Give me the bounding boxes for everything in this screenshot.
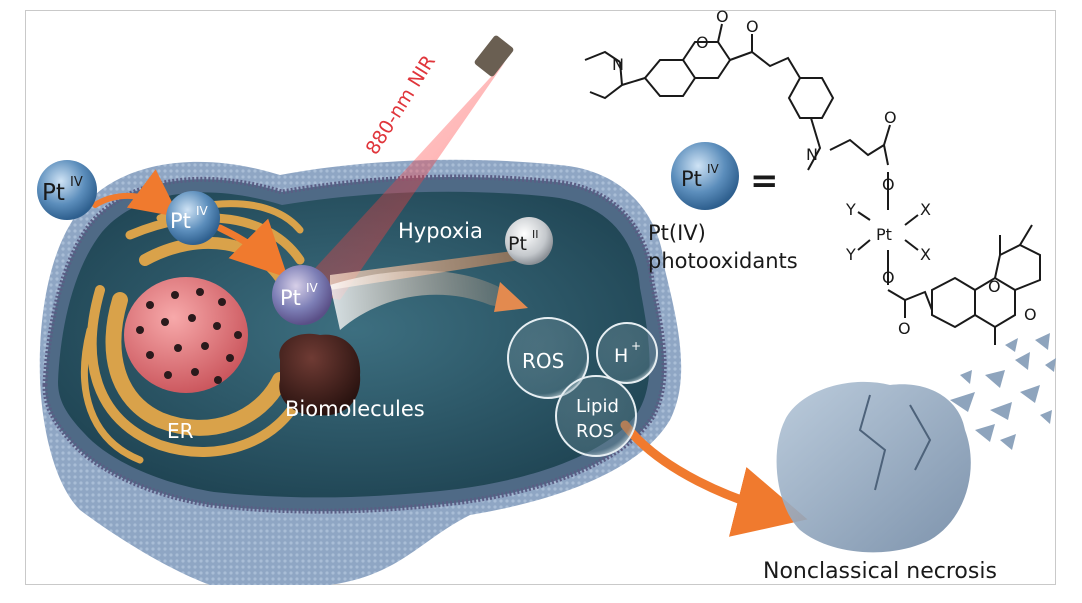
atom-n2: N [806,145,818,164]
pt-iv-membrane: Pt IV [166,191,220,245]
ros-label: ROS [522,349,564,373]
pt-iv-inner: Pt IV [272,265,332,325]
figure-frame [25,10,1056,585]
arrow-to-necrosis [620,420,808,537]
bond-pt [857,172,919,285]
atom-o2: O [696,33,709,52]
ring-coumarin-pyr [682,41,732,79]
atom-o6: O [882,268,895,287]
debris-fragments [950,333,1056,450]
pt-iv-inner-label: Pt [280,286,301,310]
crack-2 [909,404,932,471]
necrosis-debris [776,333,1056,553]
atom-o8: O [988,277,1001,296]
atom-o5: O [882,175,895,194]
cone-to-ros [330,270,515,330]
atom-o3: O [746,17,759,36]
atom-o4: O [884,108,897,127]
ros-bubbles: ROS H + Lipid ROS [507,317,658,457]
atom-pt: Pt [876,225,892,244]
er-fold-1 [105,292,288,436]
pt-ii-label: Pt [508,233,527,255]
bond-carbonyl-1 [717,23,723,43]
pt-ii: Pt II [505,217,553,265]
chemical-structure [584,23,1041,345]
h-plus-bubble [596,322,658,384]
er-label: ER [167,419,194,443]
h-plus-label: H [614,345,628,367]
pt-iv-inner-sup: IV [306,281,319,295]
legend-line2: photooxidants [648,249,798,273]
atom-x1: X [920,200,931,219]
lipid-label: Lipid [576,396,619,417]
bond-enone [729,34,801,79]
biomolecules-label: Biomolecules [285,397,425,421]
necrosis-label: Nonclassical necrosis [763,559,997,584]
ring-xanthone-right [994,243,1041,291]
laser-device [474,35,514,77]
bond-ester [887,289,933,318]
cone-arrowhead [494,282,528,312]
ring-xanthone-mid [974,276,1016,329]
atom-o7: O [898,319,911,338]
er-fold-6 [80,326,144,464]
laser [295,35,514,300]
nucleus-pores [136,288,242,384]
biomolecules-blob [279,333,361,416]
legend-pt-label: Pt [681,167,702,191]
crack-1 [858,394,887,491]
arrow-outside-to-membrane [92,169,180,218]
orange-arrows [92,169,808,537]
lipid-ros-bubble [555,375,637,457]
lipid-ros-label: ROS [576,421,614,442]
bond-ethyl [584,50,646,100]
necrotic-cell [776,381,971,553]
ring-coumarin-benz [643,59,697,97]
atom-y1: Y [845,200,856,219]
ring-xanthone-left [931,276,976,329]
ring-phenyl [787,77,835,119]
nucleus [124,277,248,393]
atom-o1: O [716,7,729,26]
legend-line1: Pt(IV) [648,221,706,245]
pt-iv-membrane-label: Pt [170,209,191,233]
atom-y2: Y [845,245,856,264]
atom-n1: N [612,55,624,74]
arrow-membrane-to-inner [216,218,288,278]
pt-iv-outside: Pt IV [37,160,97,220]
nir-label: 880-nm NIR [362,51,440,158]
nucleus-body [124,277,248,393]
legend-pt-sphere [671,142,739,210]
er-fold-2 [86,285,305,457]
pt-iv-outside-label: Pt [42,180,65,206]
laser-beam [295,62,505,300]
pt-iv-membrane-sup: IV [196,204,209,218]
legend-equals: = [750,161,779,201]
legend-pt-sup: IV [707,162,720,176]
atom-x2: X [920,245,931,264]
ros-bubble [507,317,589,399]
bond-methyls [999,224,1033,255]
structure-atoms: O O O N N O O Pt Y Y X X O O O O [612,7,1037,338]
h-plus-sup: + [631,339,641,353]
atom-o9: O [1024,305,1037,324]
pt-ii-sup: II [532,228,539,241]
pt-iv-outside-sup: IV [70,175,83,190]
legend: Pt IV = Pt(IV) photooxidants [648,142,798,273]
bond-n-chain [807,117,891,171]
hypoxia-label: Hypoxia [398,219,483,243]
